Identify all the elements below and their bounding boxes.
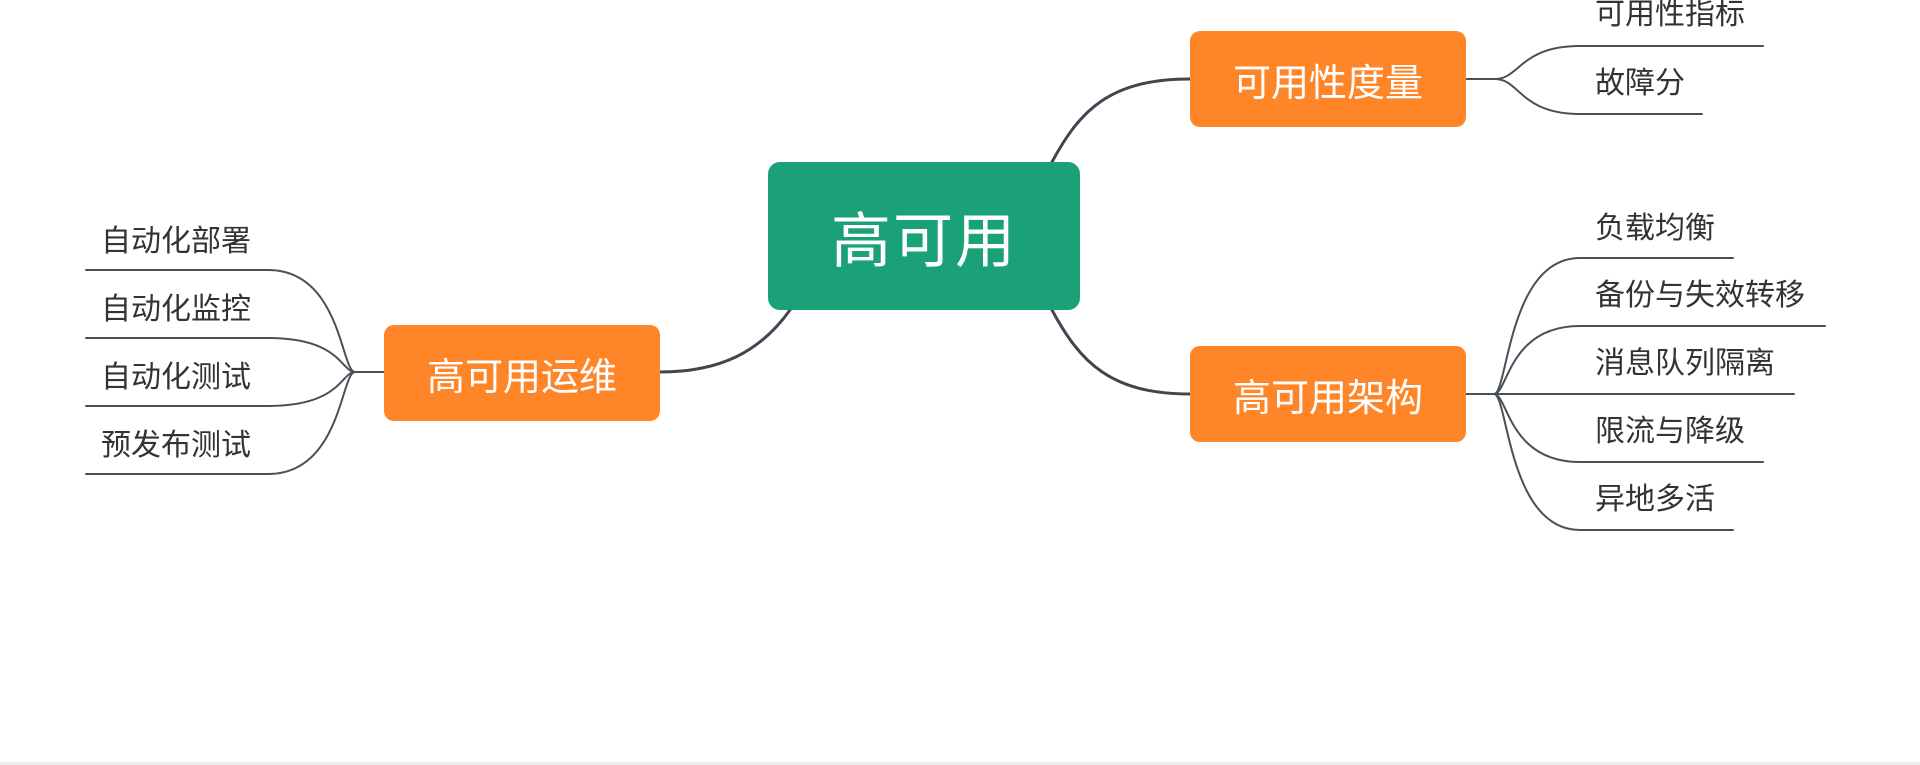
- operations-leaf-line: [85, 337, 356, 373]
- leaf-node[interactable]: 备份与失效转移: [1595, 278, 1805, 313]
- branch-node-availability-metric[interactable]: 可用性度量: [1190, 31, 1466, 127]
- branch-node-ha-operations[interactable]: 高可用运维: [384, 325, 660, 421]
- architecture-leaf-line: [1493, 325, 1826, 395]
- architecture-leaf-line: [1493, 393, 1734, 531]
- bottom-divider: [0, 762, 1920, 765]
- architecture-leaf-line: [1493, 257, 1734, 395]
- leaf-node[interactable]: 限流与降级: [1595, 414, 1745, 449]
- leaf-node[interactable]: 异地多活: [1595, 482, 1715, 517]
- branch-node-ha-architecture[interactable]: 高可用架构: [1190, 346, 1466, 442]
- root-node[interactable]: 高可用: [768, 162, 1080, 310]
- metric-leaf-line: [1494, 45, 1764, 80]
- metric-leaf-line: [1494, 78, 1703, 115]
- leaf-node[interactable]: 负载均衡: [1595, 211, 1715, 246]
- leaf-node[interactable]: 预发布测试: [101, 428, 251, 463]
- leaf-node[interactable]: 自动化监控: [101, 292, 251, 327]
- root-node-label: 高可用: [831, 206, 1017, 277]
- operations-leaf-line: [85, 371, 356, 475]
- root-to-architecture-line: [1050, 308, 1192, 396]
- leaf-node[interactable]: 消息队列隔离: [1595, 346, 1775, 381]
- leaf-node[interactable]: 自动化测试: [101, 360, 251, 395]
- operations-leaf-line: [85, 371, 356, 407]
- leaf-node[interactable]: 可用性指标: [1595, 0, 1745, 32]
- root-to-metric-line: [1050, 77, 1192, 164]
- leaf-node[interactable]: 自动化部署: [101, 224, 251, 259]
- branch-label: 高可用运维: [426, 354, 617, 399]
- root-to-operations-line: [658, 308, 792, 374]
- branch-label: 高可用架构: [1232, 375, 1423, 420]
- leaf-node[interactable]: 故障分: [1595, 66, 1685, 101]
- operations-leaf-line: [85, 269, 356, 373]
- branch-label: 可用性度量: [1232, 60, 1423, 105]
- architecture-leaf-line: [1493, 393, 1764, 463]
